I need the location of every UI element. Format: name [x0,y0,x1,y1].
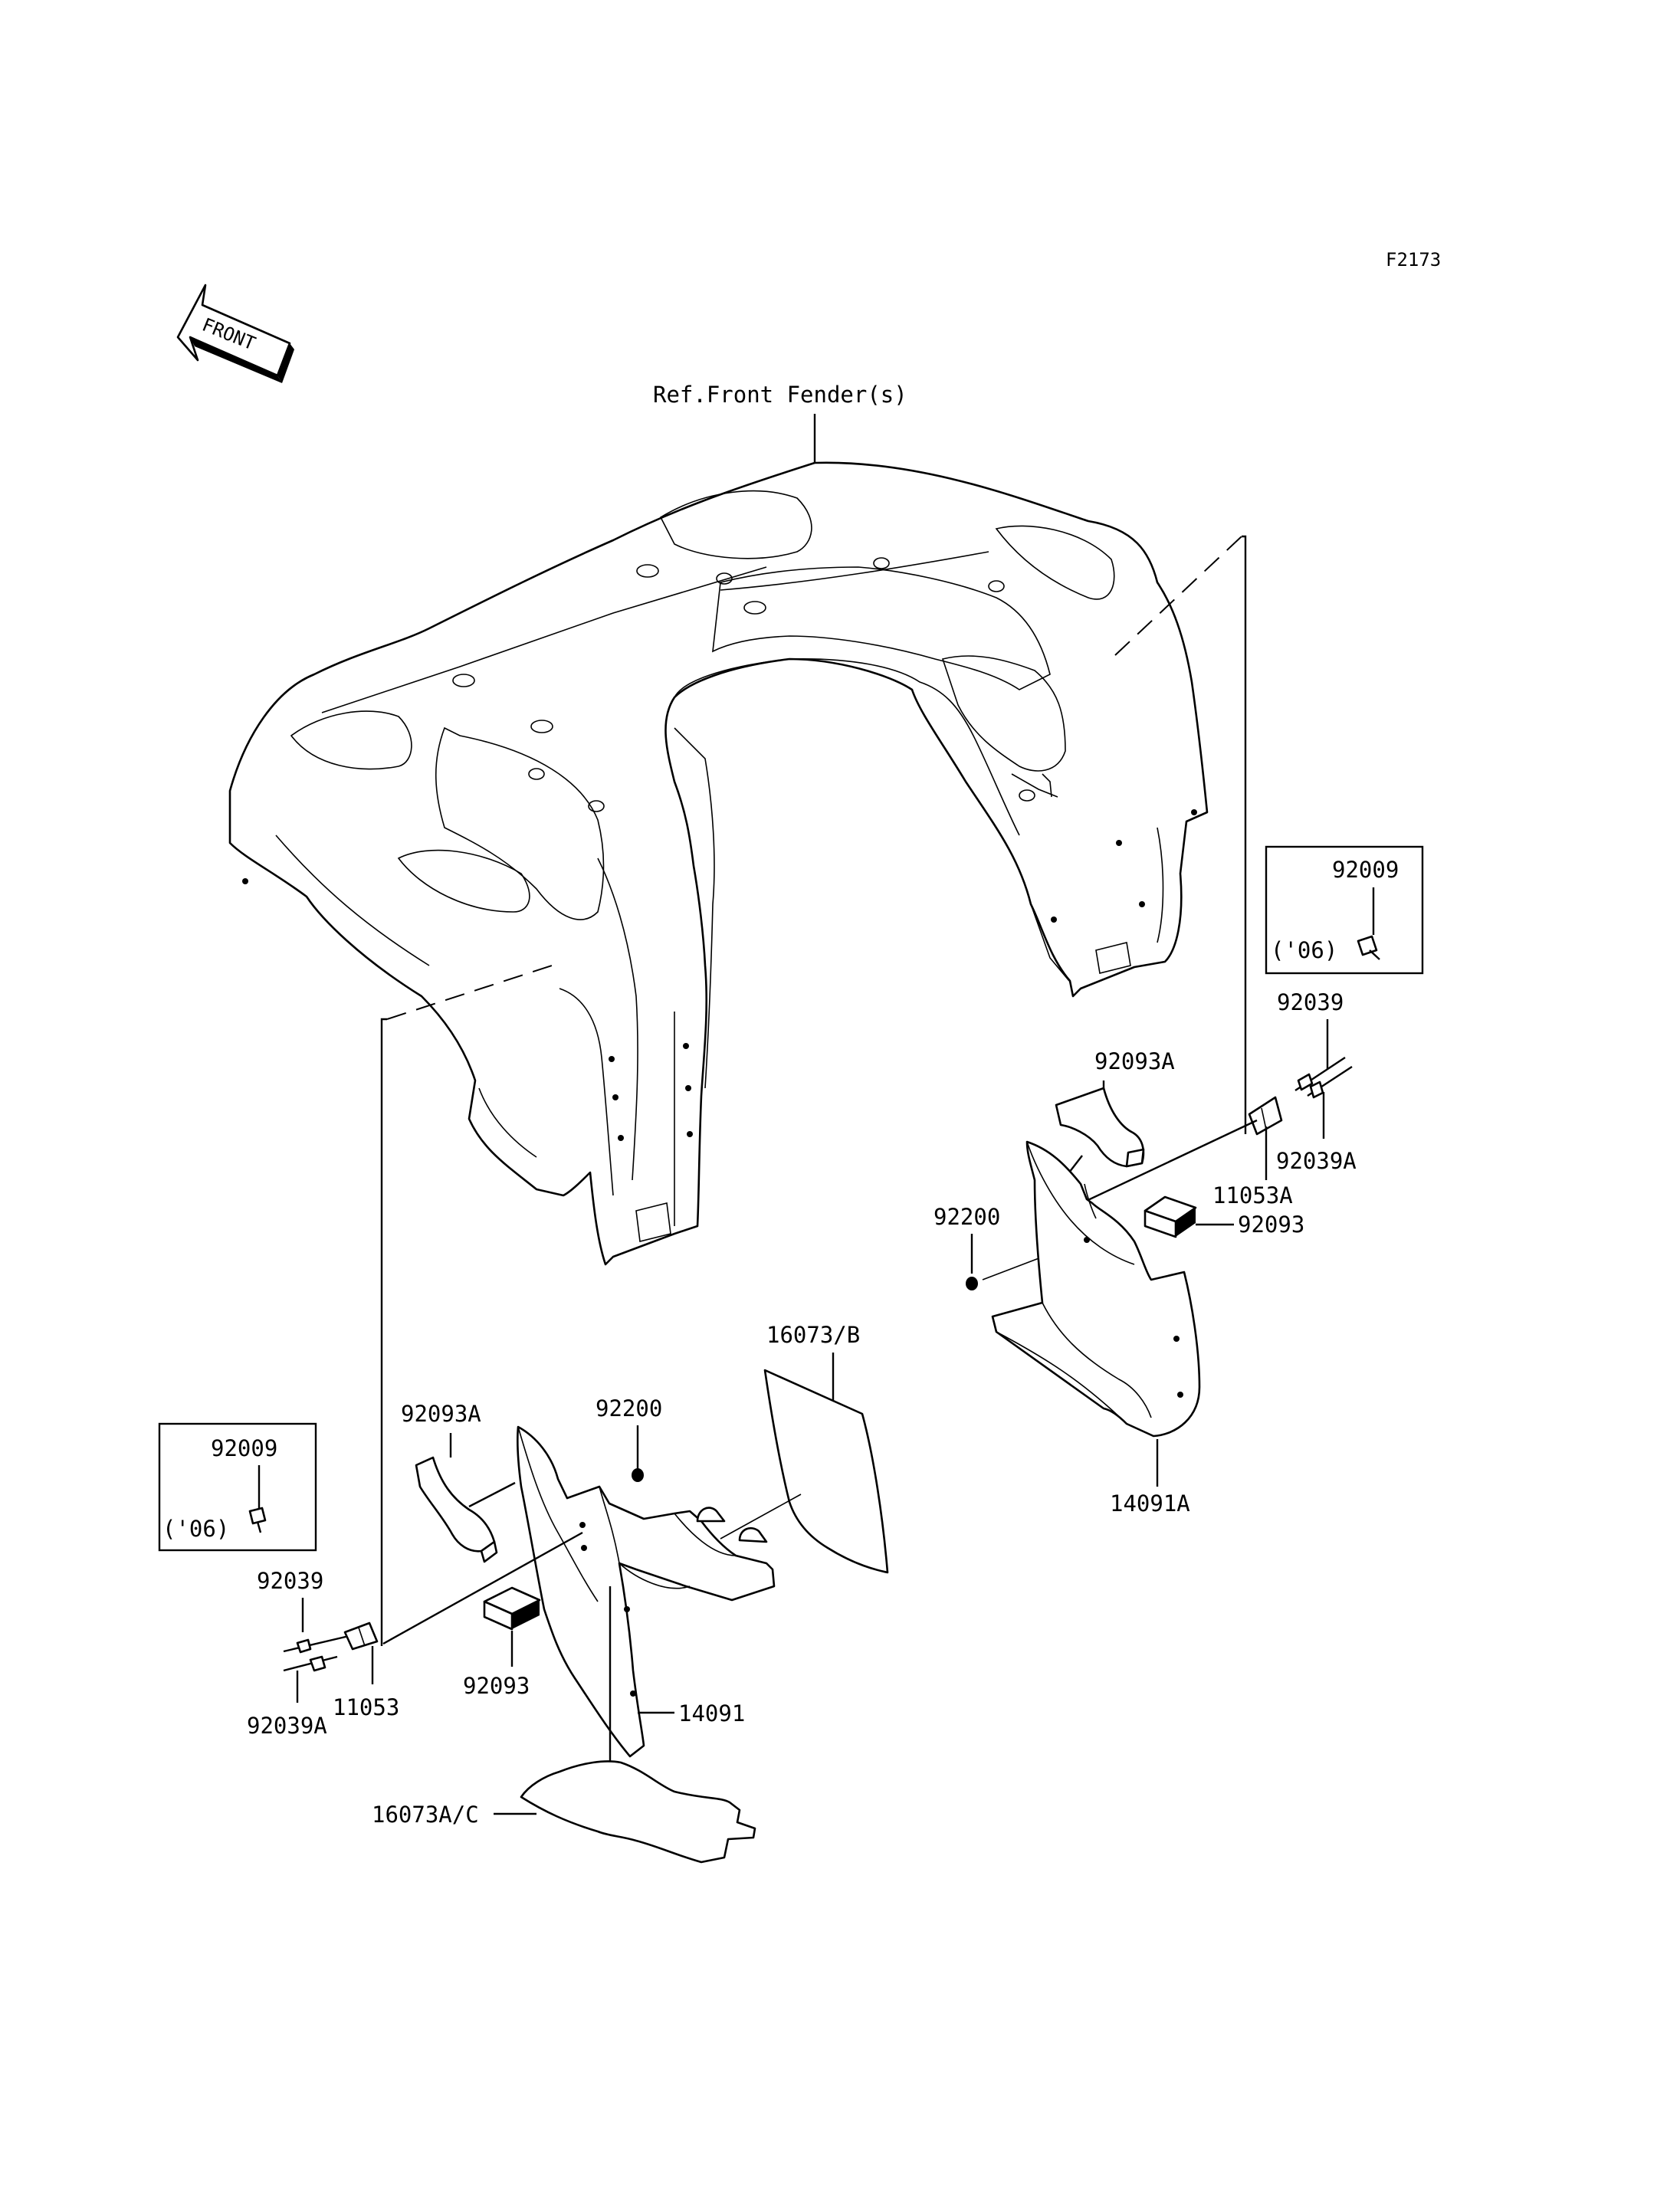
label-92200-left: 92200 [596,1395,662,1421]
front-fender-assembly [228,461,1209,1266]
label-92093-right: 92093 [1238,1212,1304,1238]
clip-11053A-icon [1248,1096,1283,1136]
screw-92039A-left-icon [283,1655,338,1672]
block-92093-left [483,1586,541,1631]
label-11053: 11053 [333,1694,399,1720]
label-14091: 14091 [678,1700,745,1726]
nut-92200-right-icon [966,1277,978,1290]
figure-id: F2173 [1386,249,1441,271]
label-92093A-left: 92093A [401,1401,481,1427]
mud-guard-14091 [516,1425,776,1758]
pad-92093A-left [415,1456,498,1563]
screw-icon [1357,935,1380,960]
mud-guard-14091A [991,1140,1201,1438]
label-92039A-right: 92039A [1276,1148,1357,1174]
label-92039A-left: 92039A [247,1713,327,1739]
label-14091A: 14091A [1110,1490,1190,1517]
alignment-line-right [1242,535,1247,1134]
alignment-line-left [380,1018,387,1646]
front-direction-arrow-icon: FRONT [176,284,294,383]
block-92093-right [1144,1195,1197,1238]
clip-11053-icon [343,1622,379,1651]
inset-left-part-number: 92009 [211,1435,277,1461]
screw-92039A-right-icon [1307,1065,1353,1099]
label-16073-B: 16073/B [766,1322,860,1348]
panel-16073A-C [520,1760,756,1864]
screw-icon [248,1507,267,1533]
panel-16073-B [763,1369,889,1574]
label-92039-left: 92039 [257,1568,323,1594]
fender-mount-holes [242,557,1197,1141]
nut-92200-left-icon [632,1468,644,1482]
rivet-92039-left-icon [283,1635,349,1654]
inset-right-note: ('06) [1271,937,1337,963]
label-11053A: 11053A [1212,1182,1293,1208]
inset-right-part-number: 92009 [1332,857,1399,883]
assembly-line-16073B [720,1494,802,1540]
pad-92093A-right [1055,1087,1145,1168]
inset-left-note: ('06) [162,1516,229,1542]
inset-box-right: 92009 ('06) [1265,845,1424,975]
label-92093A-right: 92093A [1094,1048,1175,1074]
assembly-line-11053A [1065,1119,1258,1212]
rivet-92039-right-icon [1294,1056,1346,1092]
reference-front-fender-label: Ref.Front Fender(s) [653,382,907,408]
label-16073A-C: 16073A/C [372,1802,479,1828]
label-92200-right: 92200 [934,1204,1000,1230]
assembly-line-11053 [382,1531,583,1645]
label-92093-left: 92093 [463,1673,530,1699]
label-92039-right: 92039 [1277,989,1344,1015]
inset-box-left: 92009 ('06) [158,1422,317,1552]
